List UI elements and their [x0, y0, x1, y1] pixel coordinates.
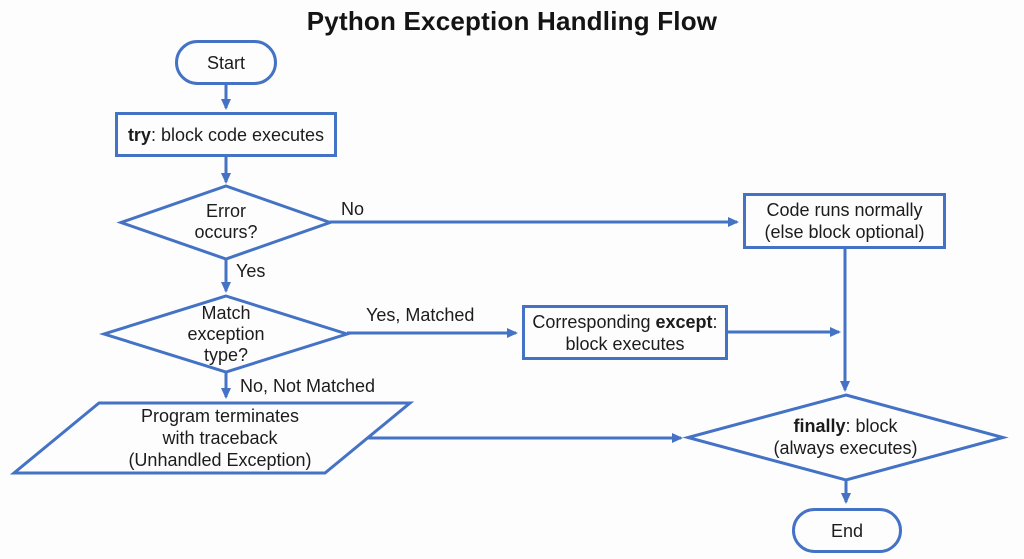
finally-diamond — [682, 393, 1009, 482]
end-label: End — [830, 520, 864, 541]
error-decision-diamond — [116, 184, 335, 261]
diagram-title: Python Exception Handling Flow — [306, 6, 718, 36]
edge-label-no-not-matched: No, Not Matched — [240, 376, 376, 396]
terminate-label: Program terminates with traceback (Unhan… — [128, 406, 312, 470]
edge-label-yes: Yes — [236, 261, 266, 281]
normal-label-line1: Code runs normally — [766, 200, 923, 220]
finally-label: finally: block (always executes) — [773, 416, 918, 458]
normal-label-line2: (else block optional) — [764, 222, 925, 242]
end-node: End — [792, 508, 902, 553]
error-decision-label: Error occurs? — [194, 201, 258, 242]
except-label-line2: block executes — [565, 333, 685, 354]
except-block-node: Corresponding except: block executes — [522, 305, 728, 360]
try-label: try: block code executes — [127, 124, 325, 145]
start-node: Start — [175, 40, 277, 85]
try-block-node: try: block code executes — [115, 112, 337, 157]
terminate-parallelogram — [9, 401, 415, 475]
start-label: Start — [206, 52, 245, 73]
except-label-line1: Corresponding except: — [532, 311, 718, 332]
match-decision-diamond — [98, 294, 353, 374]
code-runs-normally-node: Code runs normally (else block optional) — [743, 193, 946, 249]
match-decision-label: Match exception type? — [187, 303, 265, 365]
edge-label-yes-matched: Yes, Matched — [366, 305, 475, 325]
edge-label-no: No — [341, 199, 365, 219]
